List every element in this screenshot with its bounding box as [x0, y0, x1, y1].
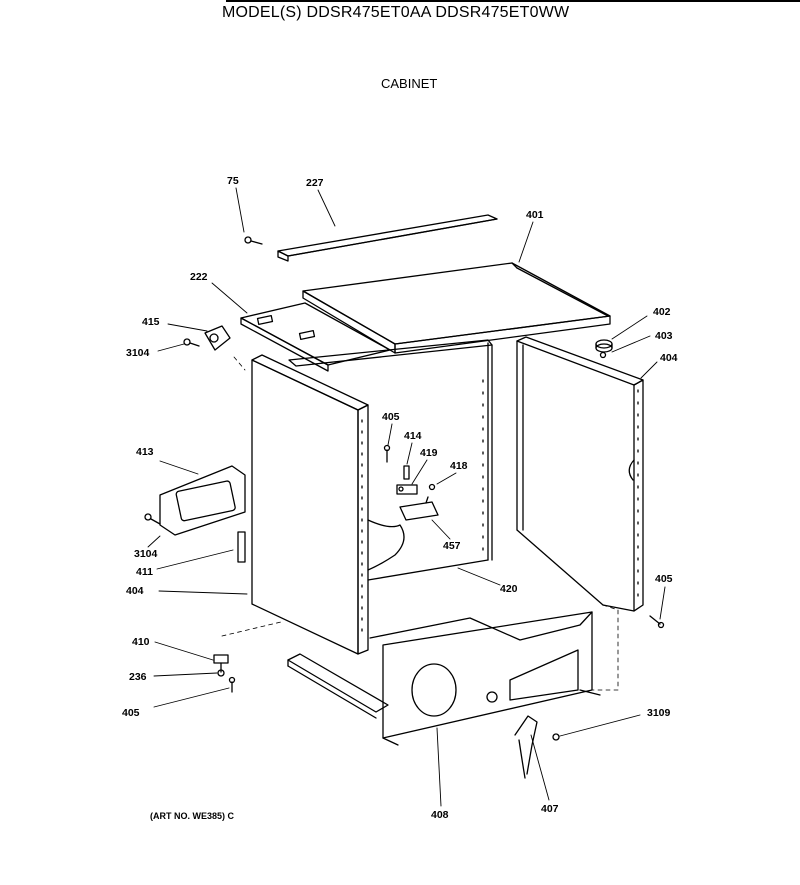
- art-number: (ART NO. WE385) C: [150, 811, 235, 821]
- part-407-cord-bracket: [514, 715, 538, 779]
- part-405-screw-right: [649, 615, 665, 629]
- part-408-front-panel: [287, 611, 601, 746]
- part-403-screw: [599, 351, 607, 359]
- label-415: 415: [142, 316, 160, 328]
- part-222-top-bracket: [240, 302, 391, 372]
- part-3104-screw-lower: [144, 513, 161, 525]
- leader-lines: [147, 187, 666, 807]
- label-420: 420: [500, 583, 518, 595]
- label-410: 410: [132, 636, 150, 648]
- part-418-screw: [428, 483, 436, 491]
- label-3109: 3109: [647, 707, 671, 719]
- label-75: 75: [227, 175, 239, 187]
- label-405-right: 405: [655, 573, 673, 585]
- part-75-screw: [244, 236, 263, 245]
- label-3104-lower: 3104: [134, 548, 158, 560]
- label-222: 222: [190, 271, 208, 283]
- part-413-bracket: [159, 465, 246, 536]
- part-457-bracket: [399, 496, 439, 521]
- label-419: 419: [420, 447, 438, 459]
- part-420-rear-panel: [288, 339, 493, 581]
- label-413: 413: [136, 446, 154, 458]
- model-title: MODEL(S) DDSR475ET0AA DDSR475ET0WW: [222, 4, 570, 21]
- part-402-glide: [595, 339, 613, 353]
- part-3104-screw-upper: [183, 338, 200, 347]
- label-401: 401: [526, 209, 544, 221]
- label-403: 403: [655, 330, 673, 342]
- part-227-top-rear-strip: [277, 214, 498, 262]
- label-407: 407: [541, 803, 559, 815]
- label-408: 408: [431, 809, 449, 821]
- part-404-left-side-panel: [251, 354, 369, 655]
- part-405-screw-upper: [383, 444, 391, 463]
- label-405-upper: 405: [382, 411, 400, 423]
- part-401-top-panel: [302, 262, 611, 354]
- label-227: 227: [306, 177, 324, 189]
- part-3109-screw: [552, 733, 560, 741]
- label-405-lower: 405: [122, 707, 140, 719]
- part-415-bracket: [204, 325, 231, 351]
- hidden-lines: [221, 356, 619, 691]
- part-404-right-side-panel: [516, 336, 644, 612]
- label-402: 402: [653, 306, 671, 318]
- part-414-clip: [403, 465, 410, 480]
- label-404-left: 404: [126, 585, 144, 597]
- part-419-switch: [396, 484, 418, 495]
- label-418: 418: [450, 460, 468, 472]
- label-3104-upper: 3104: [126, 347, 150, 359]
- label-404-right: 404: [660, 352, 678, 364]
- label-457: 457: [443, 540, 461, 552]
- section-title: CABINET: [381, 76, 438, 91]
- header-rule: [226, 0, 800, 2]
- callout-labels: 75 227 401 222 415 3104 402 403 404 405 …: [122, 175, 678, 821]
- label-411: 411: [136, 566, 153, 578]
- label-414: 414: [404, 430, 422, 442]
- part-411-strap: [237, 531, 246, 563]
- part-236-nut: [217, 669, 225, 677]
- part-405-screw-lower: [228, 676, 236, 693]
- label-236: 236: [129, 671, 147, 683]
